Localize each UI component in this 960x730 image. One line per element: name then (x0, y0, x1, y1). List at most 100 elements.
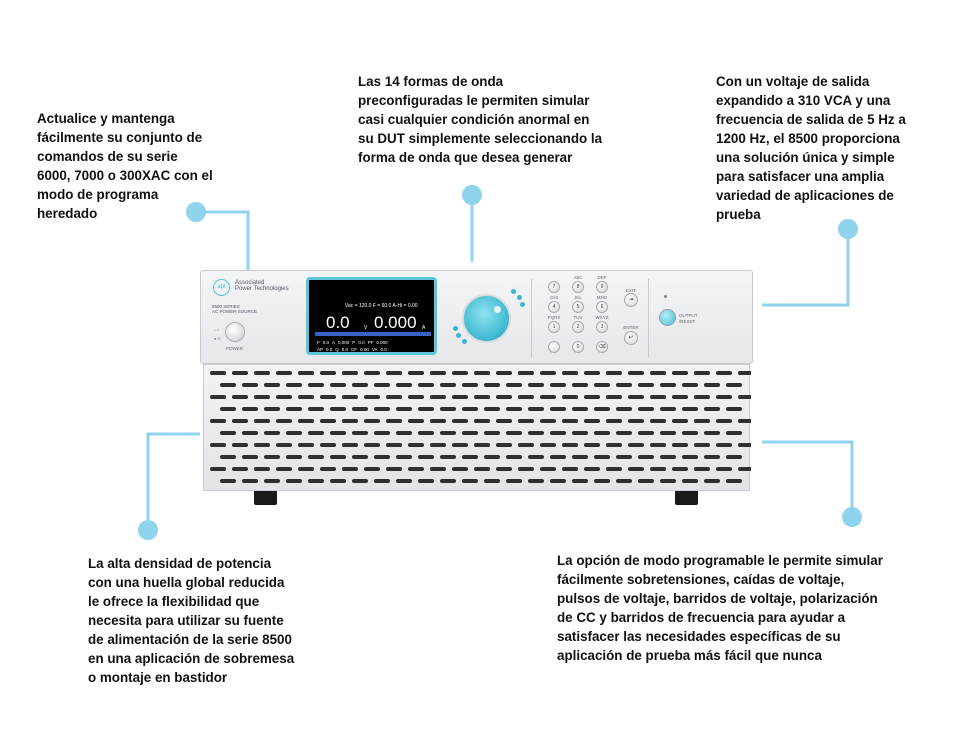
vent-slot (518, 443, 534, 447)
vent-slot (562, 443, 578, 447)
vent-slot (254, 467, 270, 471)
vent-slot (606, 467, 622, 471)
vent-slot (528, 407, 544, 411)
vent-slot (594, 431, 610, 435)
keypad-key[interactable]: 1 (548, 321, 560, 333)
vent-slot (474, 395, 490, 399)
vent-slot (518, 419, 534, 423)
vent-slot (682, 431, 698, 435)
keypad-key[interactable]: 7 (548, 281, 560, 293)
vent-slot (540, 395, 556, 399)
vent-slot (452, 443, 468, 447)
vent-slot (342, 467, 358, 471)
vent-slot (462, 455, 478, 459)
vent-slot (628, 371, 644, 375)
keypad-key[interactable]: 4 (548, 301, 560, 313)
vent-slot (242, 431, 258, 435)
measure-label: PF (367, 340, 374, 345)
vent-slot (672, 371, 688, 375)
vent-slot (474, 371, 490, 375)
vent-slot (660, 455, 676, 459)
vent-slot (606, 395, 622, 399)
measure-value: 0.0 (358, 340, 365, 345)
power-button[interactable] (225, 322, 245, 342)
vent-slot (264, 455, 280, 459)
keypad-key[interactable]: 0 (572, 341, 584, 353)
vent-slot (364, 371, 380, 375)
keypad-key[interactable]: 8 (572, 281, 584, 293)
keypad-key[interactable]: 2 (572, 321, 584, 333)
vent-slot (584, 467, 600, 471)
vent-slot (738, 467, 754, 471)
keypad-letter-label: WXYZ (595, 315, 609, 320)
output-reset-button[interactable] (659, 309, 676, 326)
power-label: POWER (226, 346, 244, 351)
vent-slot (440, 383, 456, 387)
vent-slot (352, 431, 368, 435)
vent-slot (254, 371, 270, 375)
display-screen: Vac = 120.0 F = 60.0 A-Hi = 0.00 0.0 V 0… (306, 277, 437, 355)
vent-slot (430, 371, 446, 375)
measure-label: Q (335, 347, 339, 352)
vent-slot (474, 419, 490, 423)
measure-label: AP (317, 347, 324, 352)
callout-connector-line (762, 440, 854, 517)
rotary-knob[interactable] (462, 294, 511, 343)
keypad-key[interactable]: 9 (596, 281, 608, 293)
vent-slot (726, 383, 742, 387)
vent-slot (550, 479, 566, 483)
enter-button[interactable]: ↵ (624, 331, 638, 345)
vent-slot (440, 479, 456, 483)
vent-slot (242, 455, 258, 459)
vent-slot (220, 479, 236, 483)
vent-slot (650, 419, 666, 423)
callout-text-programmable-mode: La opción de modo programable le permite… (557, 553, 883, 663)
vent-slot (726, 407, 742, 411)
vent-slot (264, 383, 280, 387)
vent-slot (496, 371, 512, 375)
vent-slot (330, 479, 346, 483)
vent-slot (540, 419, 556, 423)
vent-slot (286, 431, 302, 435)
vent-slot (298, 371, 314, 375)
keypad-key[interactable]: ⌫ (596, 341, 608, 353)
vent-slot (572, 431, 588, 435)
vent-slot (682, 407, 698, 411)
vent-slot (716, 395, 732, 399)
vent-slot (726, 479, 742, 483)
callout-dot (138, 520, 158, 540)
vent-slot (452, 371, 468, 375)
vent-slot (308, 455, 324, 459)
keypad-key[interactable]: 5 (572, 301, 584, 313)
voltage-readout: 0.0 (326, 313, 350, 332)
vent-slot (418, 383, 434, 387)
vent-slot (374, 431, 390, 435)
knob-indicator-dot (456, 333, 461, 338)
vent-slot (242, 479, 258, 483)
keypad-key[interactable]: 6 (596, 301, 608, 313)
vent-slot (286, 455, 302, 459)
vent-slot (518, 467, 534, 471)
vent-slot (660, 407, 676, 411)
keypad-key[interactable]: 3 (596, 321, 608, 333)
exit-button[interactable]: ⇥ (624, 293, 638, 307)
vent-slot (660, 431, 676, 435)
vent-slot (606, 419, 622, 423)
vent-slot (474, 467, 490, 471)
vent-slot (638, 479, 654, 483)
panel-divider (531, 279, 532, 357)
screen-menu-bar (315, 332, 431, 336)
vent-slot (528, 455, 544, 459)
vent-slot (528, 431, 544, 435)
vent-slot (550, 431, 566, 435)
knob-indent (494, 306, 501, 313)
keypad-key[interactable]: . (548, 341, 560, 353)
vent-slot (572, 455, 588, 459)
vent-slot (462, 479, 478, 483)
vent-slot (342, 395, 358, 399)
vent-slot (210, 467, 226, 471)
vent-slot (276, 419, 292, 423)
vent-slot (638, 383, 654, 387)
measure-value: 0.000 (376, 340, 388, 345)
